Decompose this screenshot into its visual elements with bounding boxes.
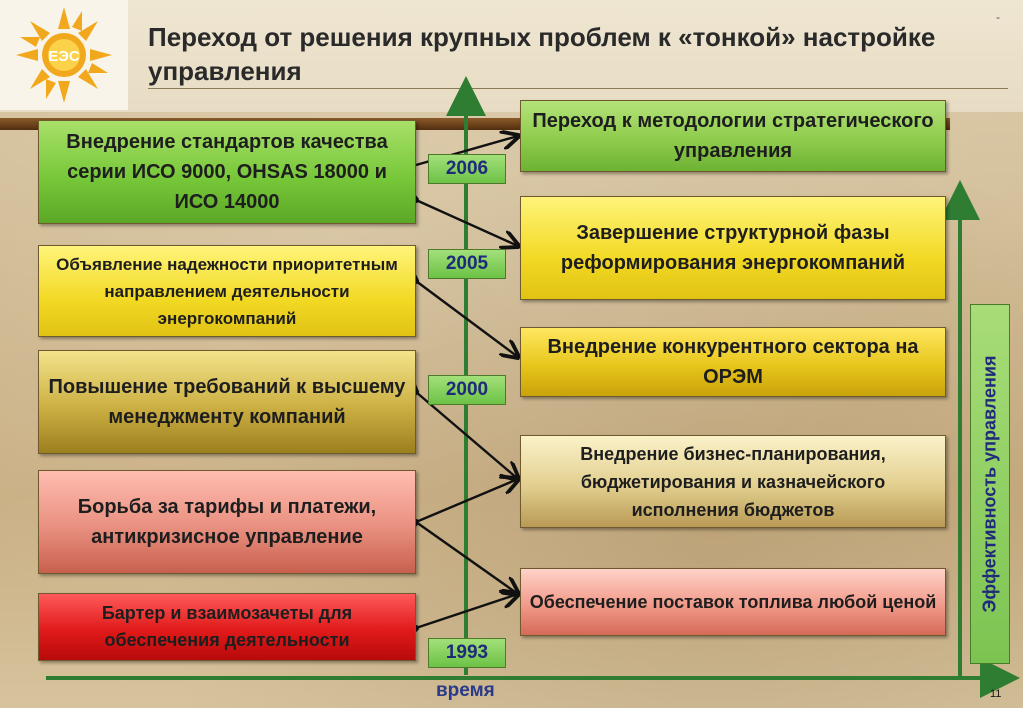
year-2000: 2000 (428, 375, 506, 405)
logo: ЕЭС (0, 0, 128, 110)
efficiency-axis-label: Эффективность управления (979, 355, 1000, 613)
year-2006: 2006 (428, 154, 506, 184)
efficiency-label-box (970, 304, 1010, 664)
left-box-tariffs: Борьба за тарифы и платежи, антикризисно… (38, 470, 416, 574)
time-axis-label: время (436, 680, 495, 701)
page-number: 11 (990, 688, 1002, 700)
right-box-structural-reform: Завершение структурной фазы реформирован… (520, 196, 946, 300)
sun-logo-icon: ЕЭС (16, 7, 112, 103)
left-box-reliability: Объявление надежности приоритетным напра… (38, 245, 416, 337)
left-box-management-requirements: Повышение требований к высшему менеджмен… (38, 350, 416, 454)
left-box-barter: Бартер и взаимозачеты для обеспечения де… (38, 593, 416, 661)
title-divider (148, 88, 1008, 89)
year-2005: 2005 (428, 249, 506, 279)
year-1993: 1993 (428, 638, 506, 668)
page-title: Переход от решения крупных проблем к «то… (148, 22, 936, 86)
right-box-business-planning: Внедрение бизнес-планирования, бюджетиро… (520, 435, 946, 528)
right-box-strategic-management: Переход к методологии стратегического уп… (520, 100, 946, 172)
left-box-quality-standards: Внедрение стандартов качества серии ИСО … (38, 120, 416, 224)
header-band (0, 0, 1023, 112)
svg-text:ЕЭС: ЕЭС (48, 48, 80, 65)
right-box-fuel-supply: Обеспечение поставок топлива любой ценой (520, 568, 946, 636)
corner-mark: - (996, 10, 1000, 24)
right-box-competitive-sector: Внедрение конкурентного сектора на ОРЭМ (520, 327, 946, 397)
